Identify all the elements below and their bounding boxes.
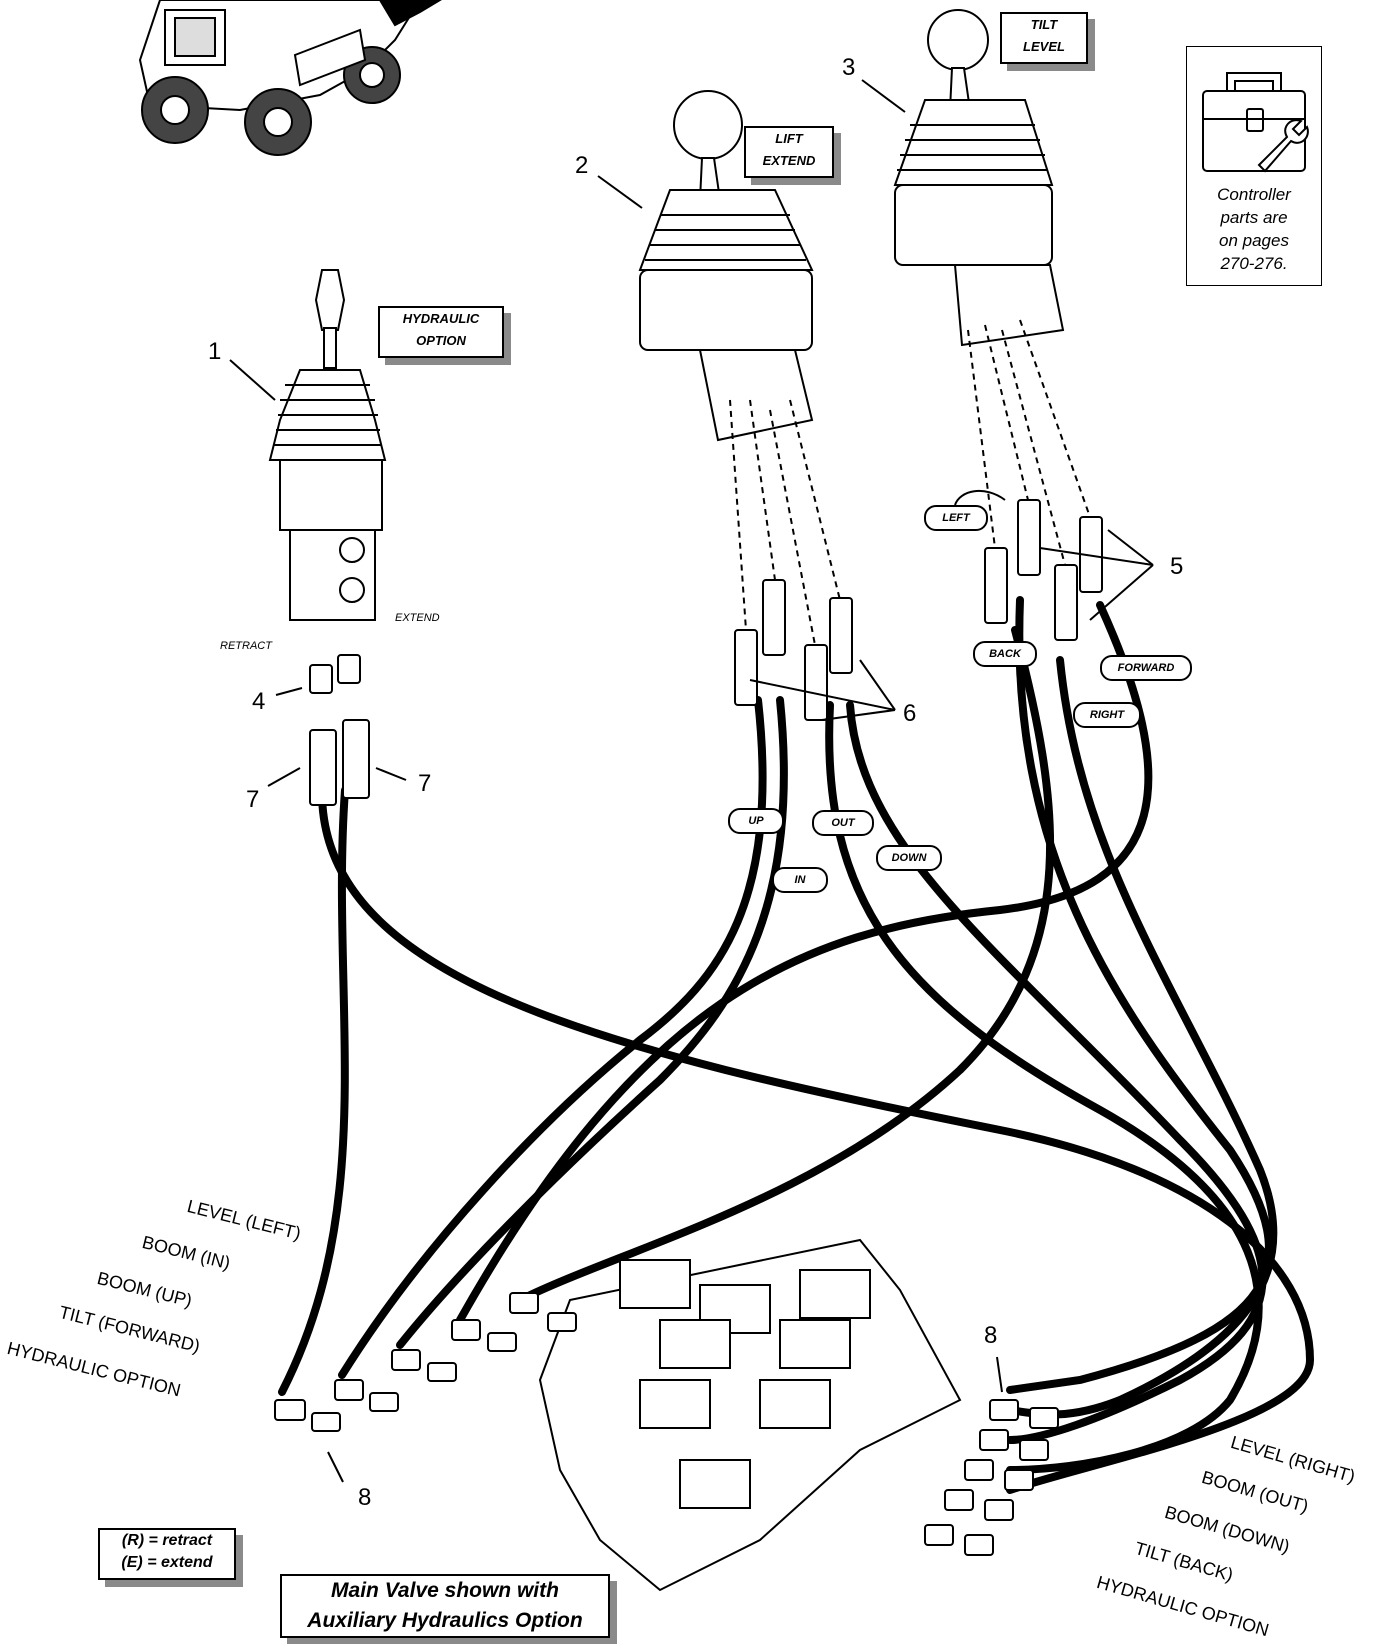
retract-port-label: RETRACT: [220, 640, 272, 652]
callout-line: HYDRAULIC: [402, 311, 480, 326]
callout-line: EXTEND: [762, 153, 816, 168]
controller-3: [893, 9, 1065, 347]
fittings-4: [309, 654, 361, 694]
controller-parts-note: Controller parts are on pages 270-276.: [1186, 46, 1322, 286]
callout-line: OPTION: [416, 333, 466, 348]
note-line: Controller: [1217, 185, 1291, 204]
hose-ends-5-6: [734, 499, 1103, 721]
main-valve-callout: Main Valve shown with Auxiliary Hydrauli…: [280, 1574, 610, 1638]
item-number-8-left: 8: [358, 1484, 372, 1511]
item-number-7-right: 7: [418, 770, 432, 797]
hose-ends-7: [309, 719, 370, 806]
toolbox-wrench-icon: [1202, 72, 1309, 173]
item-number-2: 2: [575, 152, 589, 179]
item-number-1: 1: [208, 338, 222, 365]
note-line: 270-276.: [1220, 254, 1288, 273]
hydraulic-option-callout: HYDRAULIC OPTION: [378, 306, 504, 358]
lift-extend-callout: LIFT EXTEND: [744, 126, 834, 178]
hose-tag-out: OUT: [812, 810, 874, 836]
note-line: on pages: [1219, 231, 1289, 250]
callout-line: TILT: [1030, 17, 1058, 32]
hose-tag-up: UP: [728, 808, 784, 834]
leader-lines: [229, 79, 1154, 1483]
callout-line: LEVEL: [1023, 39, 1065, 54]
item-number-4: 4: [252, 688, 266, 715]
tilt-level-callout: TILT LEVEL: [1000, 12, 1088, 64]
item-number-5: 5: [1170, 553, 1184, 580]
item-number-8-right: 8: [984, 1322, 998, 1349]
note-line: parts are: [1220, 208, 1288, 227]
legend-line: (E) = extend: [121, 1554, 213, 1571]
fittings-8: [274, 1292, 1059, 1556]
extend-port-label: EXTEND: [395, 612, 440, 624]
hose-tag-back: BACK: [973, 641, 1037, 667]
item-number-3: 3: [842, 54, 856, 81]
hose-tag-forward: FORWARD: [1100, 655, 1192, 681]
main-valve: [538, 1238, 962, 1592]
item-number-7-left: 7: [246, 786, 260, 813]
hose-tag-left: LEFT: [924, 505, 988, 531]
item-number-6: 6: [903, 700, 917, 727]
hose-tag-in: IN: [772, 867, 828, 893]
hydraulic-hoses: [278, 596, 1315, 1494]
legend-line: (R) = retract: [121, 1532, 213, 1549]
callout-line: LIFT: [775, 131, 803, 146]
callout-line: Main Valve shown with: [331, 1579, 559, 1602]
controller-2: [638, 90, 814, 442]
controller-1: [268, 269, 387, 621]
callout-line: Auxiliary Hydraulics Option: [307, 1609, 583, 1632]
telehandler-illustration: [138, 0, 442, 156]
dashed-connections: [729, 319, 1091, 646]
hose-tag-right: RIGHT: [1073, 702, 1141, 728]
hose-tag-down: DOWN: [876, 845, 942, 871]
legend-callout: (R) = retract (E) = extend: [98, 1528, 236, 1580]
